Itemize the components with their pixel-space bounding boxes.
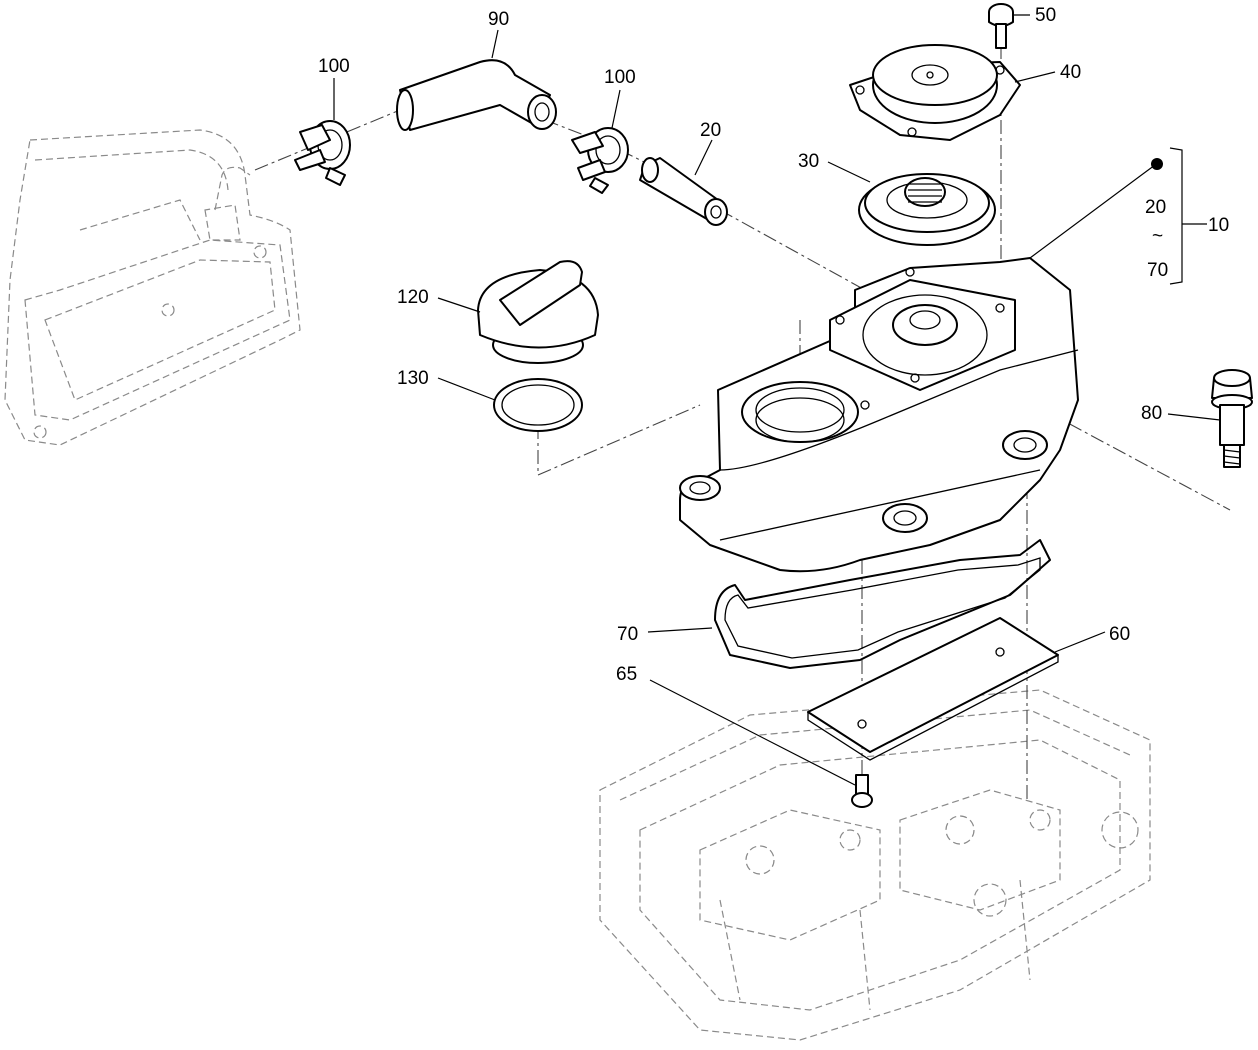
label-100-left: 100 <box>318 56 350 77</box>
label-80: 80 <box>1141 403 1162 424</box>
bolt-part-50 <box>988 3 1014 49</box>
label-130: 130 <box>397 368 429 389</box>
ghost-cylinder-head <box>599 689 1151 1041</box>
oil-cap-part-120 <box>477 260 599 364</box>
label-10: 10 <box>1208 215 1229 236</box>
gasket-part-70 <box>714 539 1051 669</box>
label-60: 60 <box>1109 624 1130 645</box>
ghost-left-housing <box>4 129 301 446</box>
label-30: 30 <box>798 151 819 172</box>
clamp-part-100-right <box>571 127 629 194</box>
bullet-marker <box>1151 158 1163 170</box>
oring-part-130 <box>493 378 583 432</box>
label-100-right: 100 <box>604 67 636 88</box>
bolt-part-80 <box>1211 369 1253 468</box>
label-20: 20 <box>700 120 721 141</box>
label-65: 65 <box>616 664 637 685</box>
cover-part-40 <box>849 44 1021 141</box>
valve-part-30 <box>858 173 996 246</box>
label-40: 40 <box>1060 62 1081 83</box>
clamp-part-100-left <box>294 120 351 186</box>
label-range-end-70: 70 <box>1147 260 1168 281</box>
label-90: 90 <box>488 9 509 30</box>
screw-part-65 <box>851 774 873 808</box>
label-50: 50 <box>1035 5 1056 26</box>
label-range-tilde: ~ <box>1152 226 1163 247</box>
rocker-cover-body <box>679 257 1079 573</box>
plate-part-60 <box>807 617 1059 761</box>
leader-lines <box>333 14 1221 786</box>
label-70: 70 <box>617 624 638 645</box>
tube-part-20 <box>639 157 728 226</box>
label-120: 120 <box>397 287 429 308</box>
label-range-start-20: 20 <box>1145 197 1166 218</box>
callout-labels: 50 40 30 20 90 100 100 120 130 80 60 70 … <box>318 5 1229 685</box>
hose-part-90 <box>396 59 557 131</box>
